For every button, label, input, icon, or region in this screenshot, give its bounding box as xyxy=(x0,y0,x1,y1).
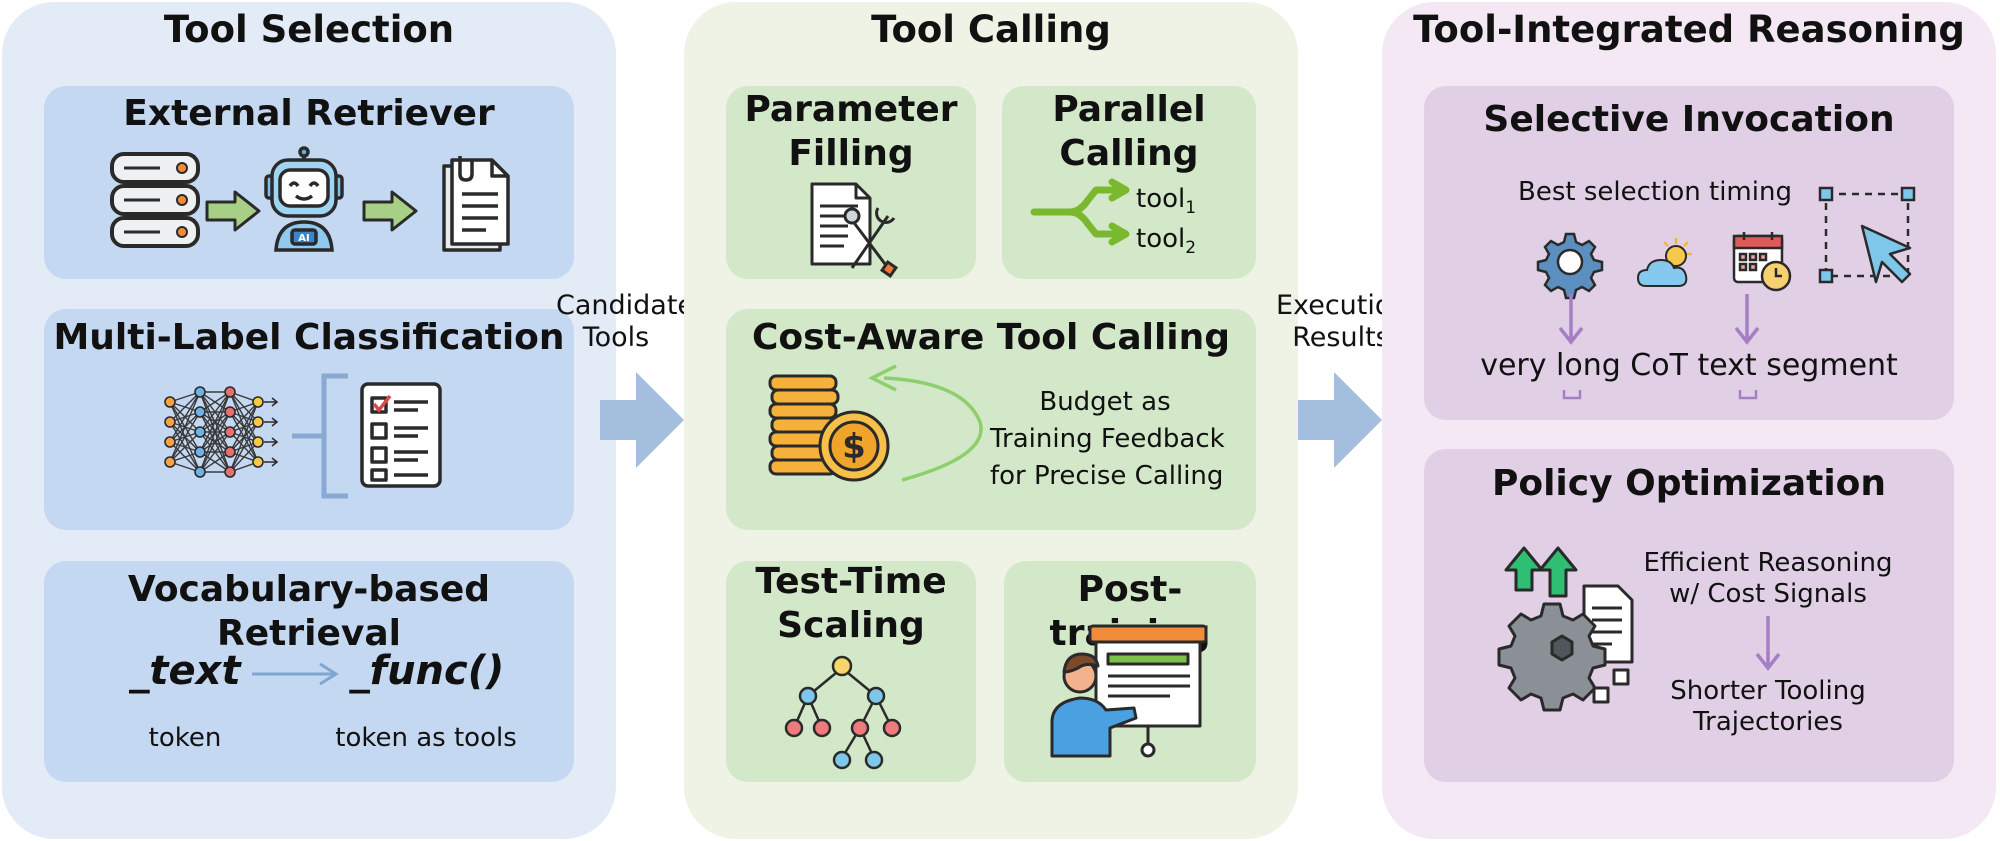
tool-selection-title: Tool Selection xyxy=(163,8,455,51)
segment-marker-icon xyxy=(1738,390,1758,400)
cost-aware-description: Budget as Training Feedback for Precise … xyxy=(990,387,1225,491)
neural-node xyxy=(224,386,236,398)
policy-description-bottom: Shorter Tooling Trajectories xyxy=(1670,676,1866,737)
best-selection-timing-label: Best selection timing xyxy=(1518,177,1792,207)
checklist-icon xyxy=(360,382,442,488)
robot-icon: AI xyxy=(264,146,344,252)
policy-optimization-title: Policy Optimization xyxy=(1491,463,1887,504)
gear-icon xyxy=(1536,232,1604,300)
selective-invocation-title: Selective Invocation xyxy=(1483,99,1895,140)
fork-arrow-icon xyxy=(1030,178,1130,246)
test-time-scaling-title: Test-Time Scaling xyxy=(755,561,947,646)
neural-node xyxy=(224,466,236,478)
parameter-filling-title: Parameter Filling xyxy=(744,89,958,174)
policy-down-arrow-icon xyxy=(1755,616,1781,671)
neural-output-arrow xyxy=(264,417,279,427)
neural-output-arrow xyxy=(264,457,279,467)
neural-node xyxy=(194,466,206,478)
selection-arrow-icon xyxy=(1558,294,1584,345)
parallel-calling-title: Parallel Calling xyxy=(1052,89,1206,174)
vocab-token-label: token xyxy=(148,723,222,753)
multi-label-title: Multi-Label Classification xyxy=(53,317,565,358)
policy-optimization-card xyxy=(1424,449,1954,782)
vocab-retrieval-card xyxy=(44,561,574,782)
vocab-retrieval-title: Vocabulary-based Retrieval xyxy=(127,569,491,654)
bracket-icon xyxy=(292,373,348,499)
gear-growth-icon xyxy=(1497,546,1634,712)
selection-arrow-icon xyxy=(1734,294,1760,345)
neural-node xyxy=(194,446,206,458)
green-arrow-icon xyxy=(362,190,418,232)
document-wrench-icon xyxy=(810,182,899,279)
neural-network-icon xyxy=(164,386,279,478)
candidate-tools-arrow xyxy=(600,372,684,468)
neural-node xyxy=(252,436,264,448)
execution-results-arrow xyxy=(1298,372,1382,468)
neural-node xyxy=(224,446,236,458)
parallel-calling-card xyxy=(1002,86,1256,279)
neural-node xyxy=(252,416,264,428)
document-icon xyxy=(442,156,510,252)
neural-node xyxy=(164,436,176,448)
neural-node xyxy=(194,406,206,418)
calendar-clock-icon xyxy=(1732,232,1792,292)
presenter-icon xyxy=(1050,624,1208,758)
policy-description-top: Efficient Reasoning w/ Cost Signals xyxy=(1643,548,1893,609)
parallel-tool-2-label: tool2 xyxy=(1136,224,1197,259)
neural-node xyxy=(224,426,236,438)
neural-output-arrow xyxy=(264,437,279,447)
parallel-tool-1-label: tool1 xyxy=(1136,184,1197,219)
svg-text:AI: AI xyxy=(298,233,309,244)
neural-node xyxy=(194,426,206,438)
green-arrow-icon xyxy=(205,190,261,232)
multi-label-card xyxy=(44,309,574,530)
neural-node xyxy=(164,416,176,428)
weather-icon xyxy=(1636,238,1692,287)
neural-node xyxy=(252,456,264,468)
coins-icon: $ xyxy=(768,374,890,482)
cot-text-segment: very long CoT text segment xyxy=(1480,348,1898,383)
svg-text:$: $ xyxy=(842,427,866,467)
candidate-tools-label: Candidate Tools xyxy=(556,290,695,353)
external-retriever-title: External Retriever xyxy=(123,93,495,134)
tir-title: Tool-Integrated Reasoning xyxy=(1413,8,1965,51)
cost-aware-title: Cost-Aware Tool Calling xyxy=(751,317,1231,358)
neural-node xyxy=(164,456,176,468)
database-icon xyxy=(110,152,200,248)
cursor-select-icon xyxy=(1818,186,1916,284)
tool-calling-title: Tool Calling xyxy=(871,8,1111,51)
blue-thin-arrow-icon xyxy=(252,662,339,686)
feedback-curve-arrow-icon xyxy=(868,364,983,482)
neural-output-arrow xyxy=(264,397,279,407)
neural-node xyxy=(194,386,206,398)
neural-node xyxy=(224,406,236,418)
neural-node xyxy=(252,396,264,408)
vocab-tools-label: token as tools xyxy=(335,723,517,753)
neural-node xyxy=(164,396,176,408)
vocab-func-token: _func() xyxy=(349,648,505,694)
tree-icon xyxy=(784,655,902,770)
vocab-text-token: _text xyxy=(129,648,241,694)
segment-marker-icon xyxy=(1562,390,1582,400)
